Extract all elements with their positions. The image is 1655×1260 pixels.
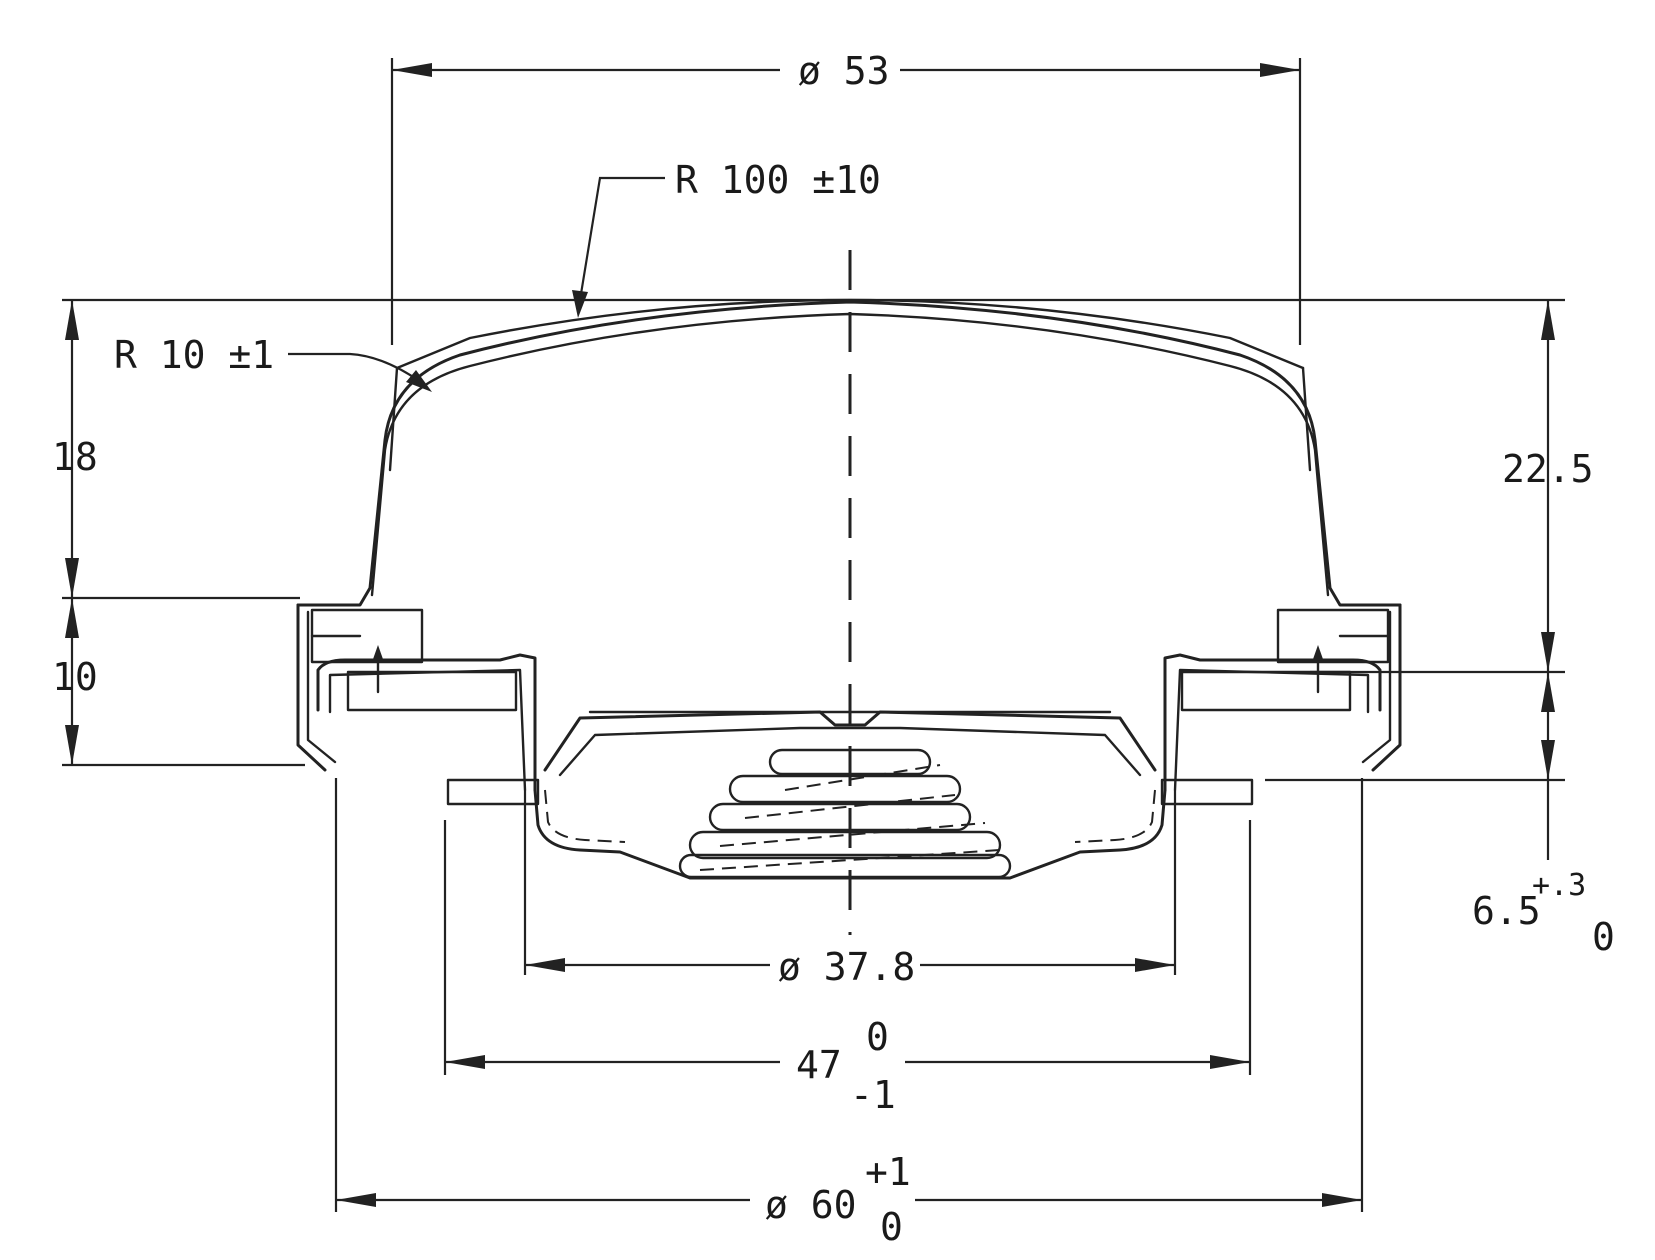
label-dia-60-upper-tol: +1: [865, 1150, 911, 1194]
dome-cap: [296, 298, 1402, 607]
dimension-dia-53: ø 53: [390, 49, 1302, 345]
label-r100: R 100 ±10: [675, 158, 881, 202]
leader-r100: R 100 ±10: [572, 158, 881, 318]
label-10: 10: [52, 655, 98, 699]
leader-r10: R 10 ±1: [114, 333, 432, 392]
dimension-47: 47 0 -1: [443, 820, 1252, 1117]
dimension-dia-37-8: ø 37.8: [523, 790, 1177, 989]
spring: [678, 748, 1012, 879]
label-dia-53: ø 53: [798, 49, 890, 93]
label-r10: R 10 ±1: [114, 333, 274, 377]
base-plate: [446, 778, 1254, 806]
dimension-left: 18 10: [52, 298, 1565, 767]
label-6-5: 6.5: [1472, 889, 1541, 933]
right-flange: [1163, 603, 1402, 792]
label-dia-60: ø 60: [765, 1183, 857, 1227]
label-6-5-upper-tol: +.3: [1532, 868, 1586, 903]
label-47: 47: [796, 1043, 842, 1087]
label-dia-60-lower-tol: 0: [880, 1205, 903, 1249]
dimension-dia-60: ø 60 +1 0: [334, 778, 1364, 1249]
label-dia-37-8: ø 37.8: [778, 945, 915, 989]
label-47-upper-tol: 0: [866, 1015, 889, 1059]
label-6-5-lower-tol: 0: [1592, 915, 1615, 959]
dimension-right: 22.5 6.5 +.3 0: [1265, 300, 1615, 959]
lower-cup: [533, 710, 1167, 880]
label-22-5: 22.5: [1502, 447, 1594, 491]
left-flange: [296, 603, 537, 792]
label-18: 18: [52, 435, 98, 479]
label-47-lower-tol: -1: [850, 1073, 896, 1117]
